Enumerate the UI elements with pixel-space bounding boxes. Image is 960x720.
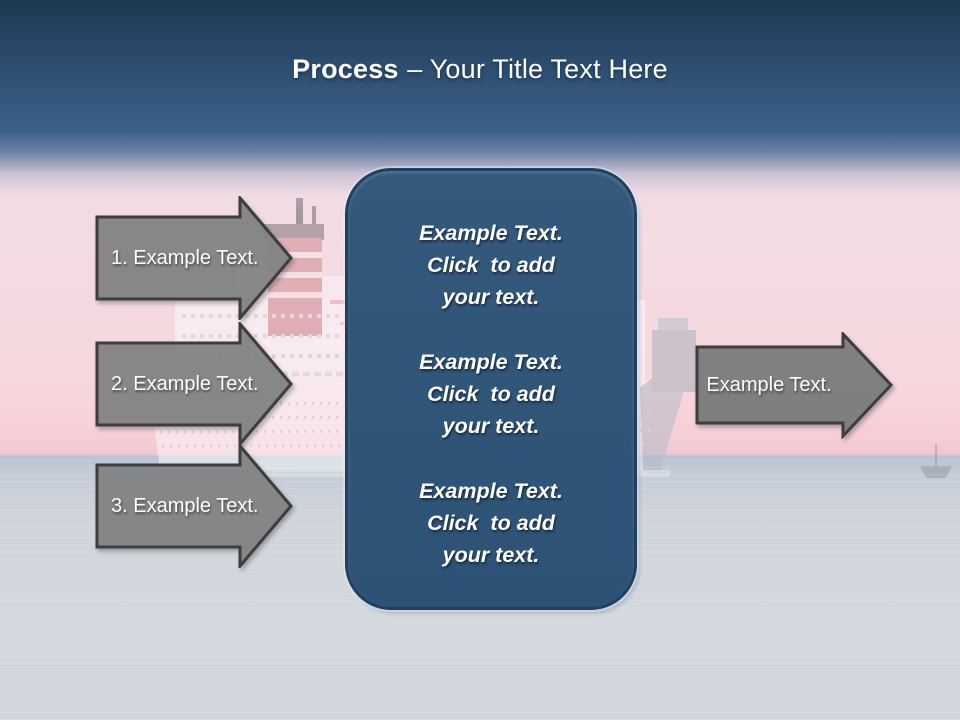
- title-rest: – Your Title Text Here: [407, 54, 668, 84]
- description-line: your text.: [442, 543, 540, 567]
- description-line: Click to add: [427, 253, 555, 277]
- description-line: Example Text.: [419, 350, 563, 374]
- description-block-1: Example Text. Click to add your text.: [358, 217, 624, 313]
- process-description-box[interactable]: Example Text. Click to add your text. Ex…: [345, 168, 637, 610]
- description-block-2: Example Text. Click to add your text.: [358, 346, 624, 442]
- arrow-label: 1. Example Text.: [111, 246, 259, 269]
- description-line: Click to add: [427, 511, 555, 535]
- right-arrow-shape-icon: [695, 332, 894, 439]
- process-arrow-3[interactable]: 3. Example Text.: [95, 444, 295, 568]
- right-arrow-shape-icon: [95, 444, 293, 568]
- ship-bridge-top: [658, 318, 688, 332]
- ship-mast: [296, 198, 303, 232]
- description-line: Example Text.: [419, 221, 563, 245]
- arrow-label: Example Text.: [706, 374, 832, 396]
- process-arrow-2[interactable]: 2. Example Text.: [95, 322, 295, 446]
- right-arrow-shape-icon: [95, 322, 293, 446]
- arrow-label: 3. Example Text.: [111, 494, 259, 517]
- right-arrow-shape-icon: [95, 196, 293, 320]
- process-output-arrow[interactable]: Example Text.: [695, 332, 895, 439]
- ship-mast: [312, 206, 316, 232]
- description-line: Click to add: [427, 382, 555, 406]
- slide-title[interactable]: Process – Your Title Text Here: [0, 54, 960, 85]
- process-arrow-1[interactable]: 1. Example Text.: [95, 196, 295, 320]
- ship-bridge-tower: [652, 330, 696, 392]
- arrow-label: 2. Example Text.: [111, 372, 259, 395]
- description-line: your text.: [442, 285, 540, 309]
- small-boat-image: [920, 444, 952, 478]
- title-emphasis: Process: [292, 54, 399, 84]
- funnel-cap: [264, 224, 324, 240]
- description-line: your text.: [442, 414, 540, 438]
- description-line: Example Text.: [419, 479, 563, 503]
- description-block-3: Example Text. Click to add your text.: [358, 475, 624, 571]
